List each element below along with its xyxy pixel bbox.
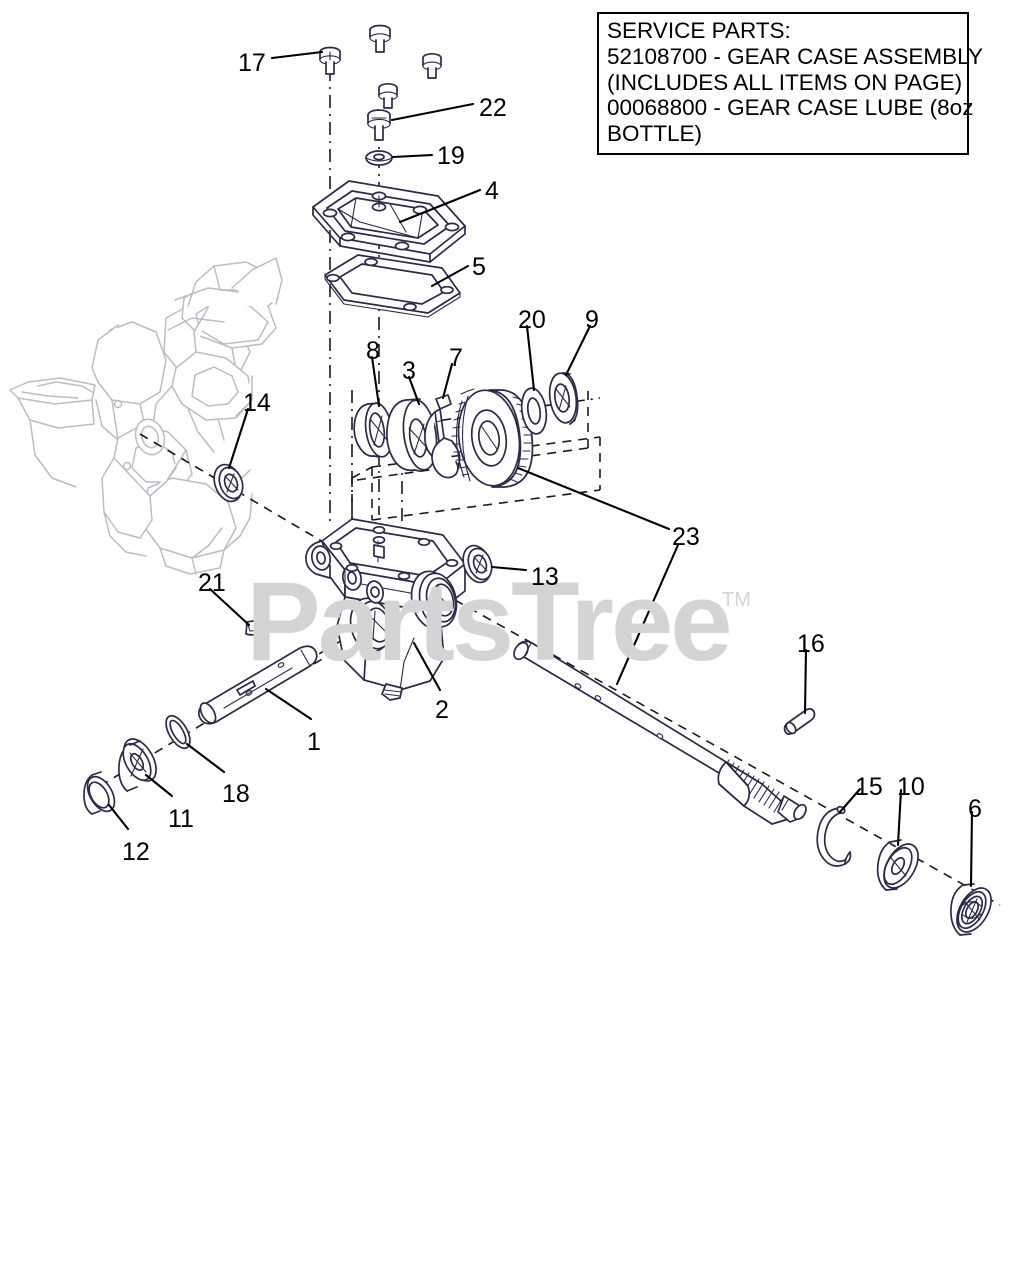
gear-case-housing-2 (305, 518, 466, 701)
worm-shaft-23 (513, 640, 807, 825)
tine-shaft-1 (197, 645, 318, 725)
hex-bolt-loose-1 (369, 24, 391, 53)
callout-7-shift-fork-clip[interactable]: 7 (449, 344, 463, 372)
oil-seal-12 (83, 771, 116, 815)
service-parts-box: SERVICE PARTS: 52108700 - GEAR CASE ASSE… (597, 12, 984, 155)
thrust-bearing-9 (548, 372, 579, 425)
callout-22-hex-bolt-cover[interactable]: 22 (479, 94, 507, 122)
hex-bolt-loose-2 (422, 52, 442, 79)
callout-21-woodruff-key[interactable]: 21 (198, 569, 226, 597)
service-parts-line-3: (INCLUDES ALL ITEMS ON PAGE) (607, 69, 963, 95)
callout-5-cover-gasket[interactable]: 5 (472, 253, 486, 281)
service-parts-line-2: 52108700 - GEAR CASE ASSEMBLY (607, 43, 984, 69)
callout-14-oil-seal-left[interactable]: 14 (243, 389, 271, 417)
service-parts-line-4: 00068800 - GEAR CASE LUBE (8oz (607, 95, 974, 121)
ghost-tiller-housing (9, 257, 283, 575)
oil-seal-14 (213, 463, 244, 503)
bearing-10 (876, 839, 919, 891)
callout-8-bushing-small[interactable]: 8 (366, 337, 380, 365)
callout-10-bearing-worm[interactable]: 10 (897, 773, 925, 801)
callout-3-bushing-large[interactable]: 3 (402, 357, 416, 385)
retaining-ring-18 (165, 714, 191, 750)
callout-23-worm-gear-and-shaft[interactable]: 23 (672, 523, 700, 551)
bushing-8 (353, 402, 394, 458)
callout-6-worm-seal[interactable]: 6 (968, 795, 982, 823)
watermark-partstree: PartsTree (246, 559, 733, 684)
housing-bore-left (349, 597, 393, 653)
callout-4-gear-case-cover[interactable]: 4 (485, 177, 499, 205)
woodruff-key-21 (245, 619, 263, 636)
housing-bore-right (410, 570, 458, 630)
service-parts-line-1: SERVICE PARTS: (607, 18, 791, 43)
callout-9-thrust-bearing[interactable]: 9 (585, 306, 599, 334)
callout-11-bearing-shaft[interactable]: 11 (168, 805, 194, 833)
callout-18-retaining-ring-shaft[interactable]: 18 (222, 780, 250, 808)
callout-16-roll-pin[interactable]: 16 (797, 630, 825, 658)
hex-bolt-22 (367, 109, 391, 141)
thrust-washer-20 (520, 387, 548, 435)
flat-washer-19 (365, 150, 393, 166)
callout-12-oil-seal-shaft[interactable]: 12 (122, 838, 150, 866)
hex-bolt-loose-3 (378, 82, 398, 109)
cover-gasket-5 (324, 254, 461, 318)
callout-20-thrust-washer[interactable]: 20 (518, 306, 546, 334)
callout-19-flat-washer[interactable]: 19 (437, 142, 465, 170)
callout-1-tine-shaft[interactable]: 1 (307, 728, 321, 756)
leader-lines (107, 50, 974, 888)
callout-17-hex-bolt[interactable]: 17 (238, 49, 266, 77)
hex-bolt-group (319, 24, 442, 141)
callout-13-oil-seal-right[interactable]: 13 (531, 563, 559, 591)
gear-case-cover-4 (312, 180, 466, 263)
worm-seal-6 (950, 883, 992, 936)
worm-gear-23 (451, 388, 534, 488)
oil-seal-13 (462, 544, 493, 584)
bearing-11 (118, 738, 157, 792)
snap-ring-15 (816, 805, 852, 867)
shift-fork-clip-7 (424, 394, 461, 479)
roll-pin-16 (783, 708, 816, 735)
watermark-trademark-icon: TM (722, 589, 751, 611)
hex-bolt-17 (319, 46, 341, 75)
callout-2-gear-case-housing[interactable]: 2 (435, 696, 449, 724)
callout-15-snap-ring[interactable]: 15 (855, 773, 883, 801)
service-parts-line-5: BOTTLE) (607, 121, 703, 146)
